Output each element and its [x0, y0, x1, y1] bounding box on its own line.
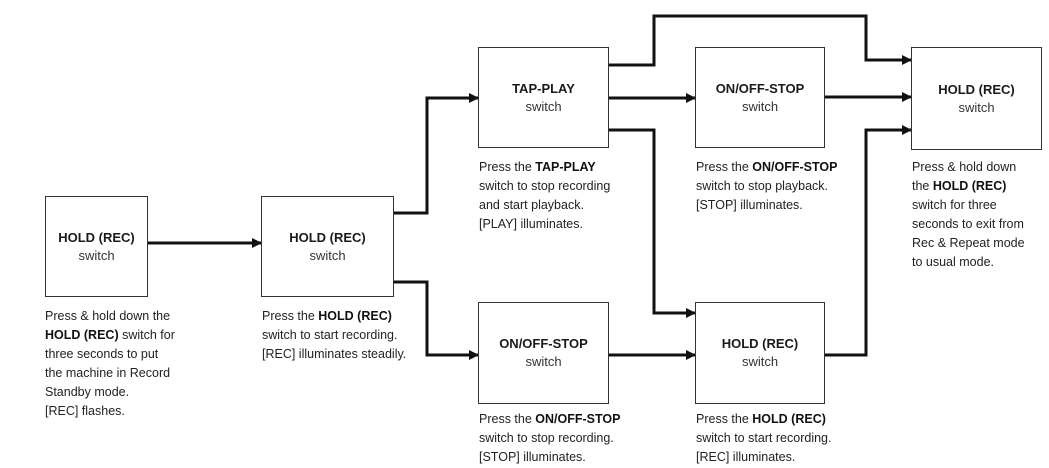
- desc-line: [REC] illuminates.: [696, 450, 796, 464]
- on-off-stop-switch-box-top: ON/OFF-STOP switch: [695, 47, 825, 148]
- step-5-description: Press the ON/OFF-STOP switch to stop rec…: [479, 410, 620, 467]
- desc-line: Press the HOLD (REC): [262, 307, 406, 326]
- desc-text: Press the: [262, 309, 319, 323]
- desc-line: [STOP] illuminates.: [696, 198, 803, 212]
- desc-bold: HOLD (REC): [932, 179, 1007, 193]
- desc-line: switch to stop recording.: [479, 431, 614, 445]
- desc-line: the machine in Record: [45, 366, 171, 380]
- desc-bold: ON/OFF-STOP: [752, 160, 838, 174]
- desc-text: Press the: [479, 160, 536, 174]
- step-6-description: Press the HOLD (REC) switch to start rec…: [696, 410, 831, 467]
- box-title: TAP-PLAY: [512, 80, 575, 96]
- arrow-b3-to-b7-top: [609, 14, 912, 67]
- desc-line: to usual mode.: [912, 255, 994, 269]
- step-1-description: Press & hold down the HOLD (REC) switch …: [45, 307, 175, 421]
- desc-text: switch for: [118, 328, 175, 342]
- hold-rec-switch-box-1: HOLD (REC) switch: [45, 196, 148, 297]
- desc-text: the: [912, 179, 933, 193]
- box-title: HOLD (REC): [289, 229, 366, 245]
- desc-line: seconds to exit from: [912, 217, 1024, 231]
- desc-bold: HOLD (REC): [752, 412, 826, 426]
- desc-line: switch to start recording.: [696, 431, 832, 445]
- box-title: HOLD (REC): [58, 229, 135, 245]
- desc-bold: ON/OFF-STOP: [535, 412, 621, 426]
- desc-line: and start playback.: [479, 198, 584, 212]
- desc-bold: HOLD (REC): [318, 309, 392, 323]
- box-title: ON/OFF-STOP: [715, 80, 805, 96]
- box-subtitle: switch: [741, 98, 779, 114]
- desc-line: Press & hold down the: [45, 309, 171, 323]
- desc-line: [REC] illuminates steadily.: [262, 347, 407, 361]
- desc-line: Press & hold down: [912, 160, 1017, 174]
- desc-line: [STOP] illuminates.: [479, 450, 586, 464]
- arrow-b2-to-b5: [394, 280, 479, 360]
- box-title: ON/OFF-STOP: [499, 336, 588, 351]
- desc-line: three seconds to put: [45, 347, 159, 361]
- box-title: HOLD (REC): [721, 336, 799, 351]
- box-subtitle: switch: [525, 98, 562, 114]
- desc-text: Press the: [696, 412, 753, 426]
- box-title: HOLD (REC): [938, 81, 1015, 97]
- desc-line: Rec & Repeat mode: [912, 236, 1025, 250]
- desc-line: Standby mode.: [45, 385, 130, 399]
- box-subtitle: switch: [741, 354, 779, 369]
- box-subtitle: switch: [78, 247, 115, 263]
- arrow-b6-to-b7: [825, 125, 912, 357]
- desc-line: switch to stop playback.: [696, 179, 829, 193]
- desc-line: switch for three: [912, 198, 997, 212]
- box-subtitle: switch: [525, 354, 562, 369]
- arrow-b2-to-b3: [394, 93, 479, 215]
- step-2-description: Press the HOLD (REC) switch to start rec…: [262, 307, 406, 364]
- hold-rec-switch-box-3: HOLD (REC) switch: [695, 302, 825, 404]
- desc-line: Press the TAP-PLAY: [479, 158, 610, 177]
- desc-line: HOLD (REC) switch for: [45, 326, 175, 345]
- tap-play-switch-box: TAP-PLAY switch: [478, 47, 609, 148]
- desc-line: [REC] flashes.: [45, 404, 125, 418]
- box-subtitle: switch: [958, 99, 995, 115]
- desc-text: Press the: [479, 412, 536, 426]
- box-subtitle: switch: [309, 247, 346, 263]
- hold-rec-switch-box-2: HOLD (REC) switch: [261, 196, 394, 297]
- arrow-b3-to-b6: [609, 128, 696, 318]
- desc-line: Press the HOLD (REC): [696, 410, 831, 429]
- desc-line: Press the ON/OFF-STOP: [696, 158, 837, 177]
- desc-line: switch to start recording.: [262, 328, 398, 342]
- desc-bold: TAP-PLAY: [535, 160, 596, 174]
- on-off-stop-switch-box-bottom: ON/OFF-STOP switch: [478, 302, 609, 404]
- desc-line: the HOLD (REC): [912, 177, 1025, 196]
- step-4-description: Press the ON/OFF-STOP switch to stop pla…: [696, 158, 837, 215]
- desc-line: switch to stop recording: [479, 179, 611, 193]
- desc-line: [PLAY] illuminates.: [479, 217, 583, 231]
- desc-line: Press the ON/OFF-STOP: [479, 410, 620, 429]
- hold-rec-switch-box-4: HOLD (REC) switch: [911, 47, 1042, 150]
- step-3-description: Press the TAP-PLAY switch to stop record…: [479, 158, 610, 234]
- step-7-description: Press & hold down the HOLD (REC) switch …: [912, 158, 1025, 272]
- desc-bold: HOLD (REC): [45, 328, 119, 342]
- desc-text: Press the: [696, 160, 753, 174]
